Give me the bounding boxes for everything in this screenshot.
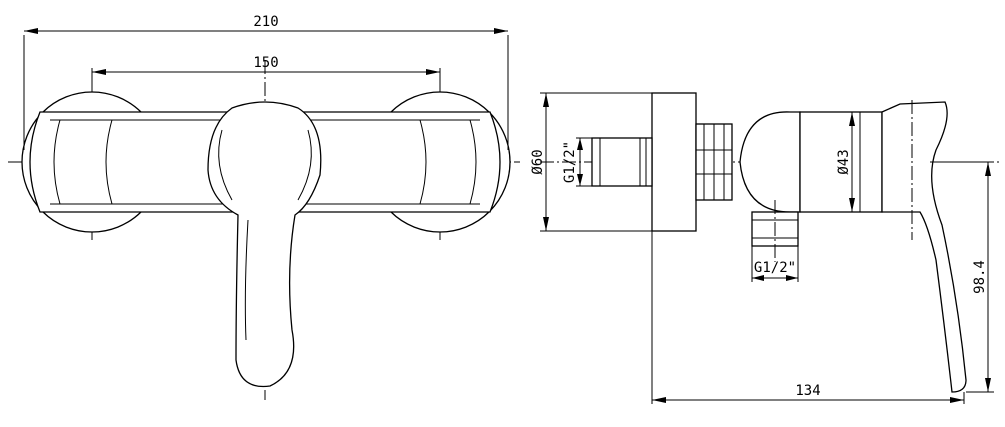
side-lever bbox=[881, 101, 967, 393]
dim-height-label: 98.4 bbox=[972, 260, 988, 294]
cartridge-dome bbox=[739, 111, 801, 213]
front-view: 210 150 bbox=[8, 14, 520, 400]
dim-inlet-thread-label: G1/2" bbox=[562, 141, 578, 183]
side-view: Ø60 G1/2" Ø43 G1/2" 98.4 134 bbox=[530, 92, 1000, 404]
inlet-pipe bbox=[591, 137, 653, 187]
dim-handle-diameter-label: Ø43 bbox=[836, 149, 852, 174]
lever-handle bbox=[207, 101, 322, 388]
dim-depth-label: 134 bbox=[795, 383, 820, 399]
side-escutcheon bbox=[651, 92, 697, 232]
dim-mount-centers-label: 150 bbox=[253, 55, 278, 71]
dim-outlet-thread-label: G1/2" bbox=[754, 260, 796, 276]
dim-overall-width-label: 210 bbox=[253, 14, 278, 30]
dim-body-diameter-label: Ø60 bbox=[530, 149, 546, 174]
